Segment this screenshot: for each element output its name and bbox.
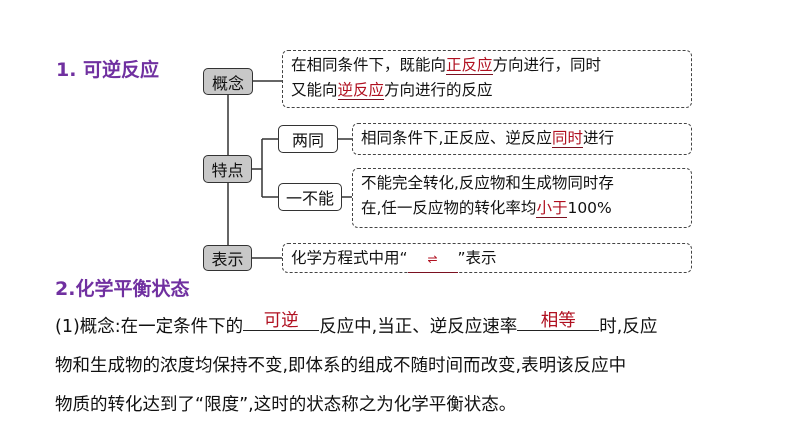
node-represent: 表示: [203, 245, 252, 271]
reversible-arrow: ⇌: [407, 247, 458, 273]
answer-reversible: 可逆: [243, 312, 320, 331]
text: 不能完全转化,反应物和生成物同时存: [361, 174, 614, 192]
text: 方向进行，同时: [492, 56, 602, 74]
text: 时,反应: [599, 317, 658, 337]
answer-reverse: 逆反应: [337, 81, 385, 100]
text: 又能向: [291, 81, 338, 99]
answer-simultaneous: 同时: [551, 129, 583, 148]
node-feature: 特点: [203, 155, 252, 183]
answer-less-than: 小于: [536, 199, 568, 218]
text: 方向进行的反应: [384, 81, 493, 99]
section1-title: 1. 可逆反应: [56, 59, 160, 81]
paragraph-line-2: 物和生成物的浓度均保持不变,即体系的组成不随时间而改变,表明该反应中: [55, 356, 627, 376]
answer-forward: 正反应: [446, 56, 493, 75]
paragraph-line-1: (1)概念:在一定条件下的可逆反应中,当正、逆反应速率相等时,反应: [55, 312, 658, 338]
text: 反应中,当正、逆反应速率: [319, 317, 518, 337]
one-cannot-box: 不能完全转化,反应物和生成物同时存 在,任一反应物的转化率均小于100%: [352, 168, 692, 228]
node-two-same: 两同: [278, 125, 338, 153]
node-concept: 概念: [203, 68, 253, 95]
node-one-cannot: 一不能: [278, 183, 342, 211]
text: 100%: [567, 199, 612, 217]
text: 化学方程式中用“: [291, 249, 408, 267]
paragraph-line-3: 物质的转化达到了“限度”,这时的状态称之为化学平衡状态。: [55, 395, 517, 415]
text: 相同条件下,正反应、逆反应: [361, 129, 552, 147]
text: ”表示: [457, 249, 497, 267]
two-same-box: 相同条件下,正反应、逆反应同时进行: [352, 123, 692, 155]
text: 在相同条件下，既能向: [291, 56, 447, 74]
text: 在,任一反应物的转化率均: [361, 199, 537, 217]
represent-box: 化学方程式中用“⇌”表示: [282, 243, 692, 273]
concept-box: 在相同条件下，既能向正反应方向进行，同时 又能向逆反应方向进行的反应: [282, 50, 692, 108]
section2-title: 2.化学平衡状态: [55, 278, 190, 300]
text: 进行: [582, 129, 614, 147]
answer-equal: 相等: [517, 312, 600, 331]
text: (1)概念:在一定条件下的: [55, 317, 244, 337]
